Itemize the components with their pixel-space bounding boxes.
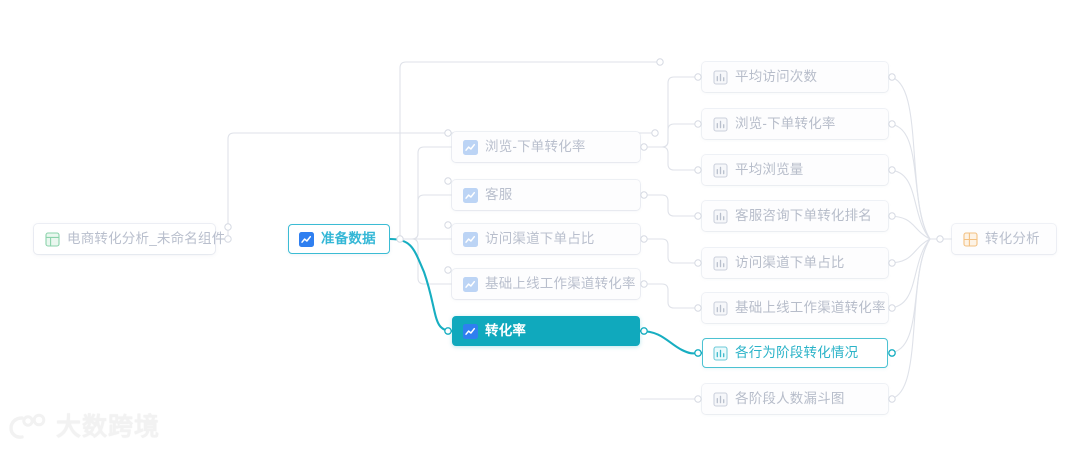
bar-chart-icon: [713, 162, 728, 178]
node-label: 访问渠道下单占比: [485, 231, 595, 247]
line-chart-icon: [463, 323, 478, 339]
line-chart-icon: [463, 187, 478, 203]
watermark: 大数跨境: [8, 412, 160, 442]
line-chart-icon: [463, 231, 478, 247]
node-label: 访问渠道下单占比: [735, 255, 845, 271]
circle-paw-logo: [9, 413, 46, 439]
bar-chart-icon: [713, 255, 728, 271]
node-chart-2[interactable]: 平均浏览量: [702, 155, 888, 185]
node-chart-0[interactable]: 平均访问次数: [702, 62, 888, 92]
node-label: 基础上线工作渠道转化率: [735, 300, 886, 316]
node-label: 平均访问次数: [735, 69, 818, 85]
bar-chart-icon: [713, 300, 728, 316]
node-chart-1[interactable]: 浏览-下单转化率: [702, 109, 888, 139]
node-metric-2[interactable]: 访问渠道下单占比: [452, 224, 640, 254]
node-metric-3[interactable]: 基础上线工作渠道转化率: [452, 269, 640, 299]
bar-chart-icon: [713, 391, 728, 407]
node-root-component[interactable]: 电商转化分析_未命名组件: [34, 224, 225, 254]
node-label: 客服: [485, 187, 513, 203]
watermark-text: 大数跨境: [56, 412, 161, 441]
node-chart-highlighted[interactable]: 各行为阶段转化情况: [702, 338, 888, 368]
node-metric-selected[interactable]: 转化率: [452, 316, 640, 346]
node-metric-1[interactable]: 客服: [452, 180, 640, 210]
node-label: 平均浏览量: [735, 162, 804, 178]
node-result-analysis[interactable]: 转化分析: [952, 224, 1056, 254]
node-label: 浏览-下单转化率: [735, 116, 836, 132]
line-chart-icon: [463, 139, 478, 155]
node-chart-5[interactable]: 基础上线工作渠道转化率: [702, 293, 888, 323]
node-label: 各阶段人数漏斗图: [735, 391, 845, 407]
node-prepare-data[interactable]: 准备数据: [288, 224, 390, 254]
node-chart-7[interactable]: 各阶段人数漏斗图: [702, 384, 888, 414]
bar-chart-icon: [713, 208, 728, 224]
table-grid-icon: [45, 231, 60, 247]
node-metric-0[interactable]: 浏览-下单转化率: [452, 132, 640, 162]
line-chart-icon: [463, 276, 478, 292]
node-chart-3[interactable]: 客服咨询下单转化排名: [702, 201, 888, 231]
bar-chart-icon: [713, 345, 728, 361]
node-label: 转化分析: [985, 231, 1040, 247]
node-label: 电商转化分析_未命名组件: [67, 231, 226, 247]
bar-chart-icon: [713, 116, 728, 132]
line-chart-icon: [299, 231, 314, 247]
node-label: 基础上线工作渠道转化率: [485, 276, 636, 292]
bar-chart-icon: [713, 69, 728, 85]
dashboard-grid-icon: [963, 231, 978, 247]
node-label: 浏览-下单转化率: [485, 139, 586, 155]
node-label: 各行为阶段转化情况: [735, 345, 859, 361]
node-label: 准备数据: [321, 231, 376, 247]
node-label: 转化率: [485, 323, 527, 339]
node-label: 客服咨询下单转化排名: [735, 208, 872, 224]
node-chart-4[interactable]: 访问渠道下单占比: [702, 248, 888, 278]
